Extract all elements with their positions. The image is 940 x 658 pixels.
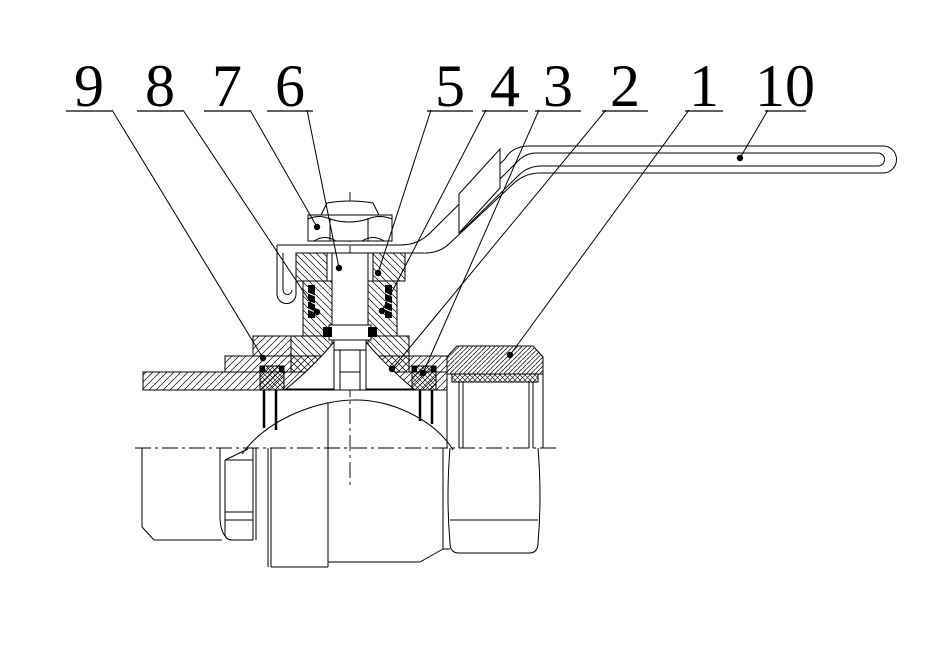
leader-lines (111, 109, 769, 377)
leader-line-6 (306, 109, 340, 269)
part-label-9: 9 (74, 53, 104, 119)
handle-bar (399, 145, 897, 254)
part-label-10: 10 (755, 53, 815, 119)
part-label-7: 7 (212, 53, 242, 119)
gland-nut-left (294, 252, 328, 282)
leader-line-4 (381, 109, 487, 312)
packing-gland (294, 252, 406, 337)
leader-line-7 (249, 109, 318, 228)
body-hex-collar (224, 448, 257, 541)
body-center-exterior (267, 403, 450, 568)
leader-line-8 (182, 109, 318, 313)
leader-line-5 (377, 109, 432, 274)
leader-line-9 (111, 109, 264, 359)
left-pipe-end (141, 448, 231, 541)
stem-top (320, 200, 380, 216)
ball (241, 399, 454, 455)
part-label-3: 3 (543, 53, 573, 119)
end-cap-section (446, 345, 544, 375)
stem-shaft (331, 252, 369, 326)
part-label-1: 1 (689, 53, 719, 119)
part-labels: 9 8 7 6 5 4 3 2 1 10 (66, 53, 815, 119)
body-cavity-left (284, 340, 335, 390)
part-label-5: 5 (435, 53, 465, 119)
packing-rings (307, 285, 393, 318)
gland-body-left (302, 280, 333, 337)
part-label-6: 6 (275, 53, 305, 119)
handle-slot (458, 147, 501, 235)
leader-line-1 (509, 109, 690, 356)
part-label-2: 2 (610, 53, 640, 119)
end-cap-nut (446, 345, 544, 554)
leader-dots (259, 154, 744, 377)
stem-nut (307, 200, 393, 242)
part-label-4: 4 (490, 53, 520, 119)
leader-line-10 (739, 109, 769, 159)
end-cap-thread (451, 373, 539, 383)
stem-seal-left (323, 327, 332, 337)
stem-flange (328, 324, 372, 341)
part-label-8: 8 (145, 53, 175, 119)
stem-tang (333, 335, 367, 391)
stem-seal-right (368, 327, 377, 337)
hex-nut-body (307, 214, 393, 242)
end-cap-hex-exterior (447, 447, 541, 554)
gland-flange-block (252, 335, 292, 357)
leader-line-2 (391, 109, 607, 370)
leader-line-3 (422, 109, 540, 374)
